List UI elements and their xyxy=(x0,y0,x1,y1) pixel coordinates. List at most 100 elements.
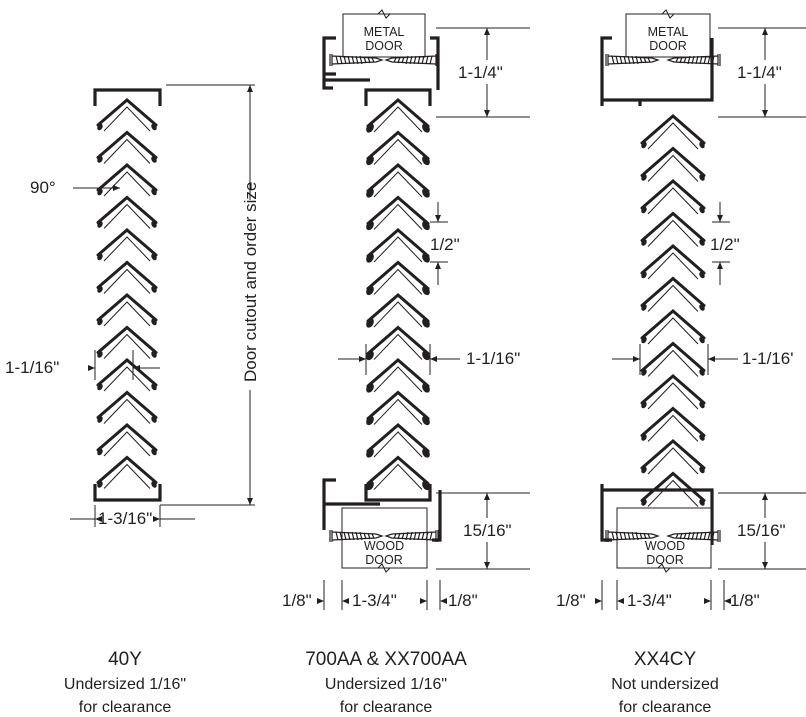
blade-drip xyxy=(97,481,103,488)
blade-drip xyxy=(699,239,705,246)
blade-drip xyxy=(366,253,374,263)
louver-blade xyxy=(640,276,706,307)
blade-drip xyxy=(151,448,157,456)
louver-blade xyxy=(640,211,706,242)
blade-drip xyxy=(97,221,103,228)
blade-drip xyxy=(151,416,157,423)
blade-drip xyxy=(699,141,705,149)
louver-blade-inner xyxy=(373,171,423,198)
blade-drip xyxy=(422,253,430,263)
louver-blade xyxy=(640,309,706,340)
louver-blade xyxy=(96,423,158,452)
blade-drip xyxy=(366,220,374,231)
dim-xx4cy-depth: 1-1/16' xyxy=(742,349,793,368)
blade-drip xyxy=(641,239,647,246)
louver-blade xyxy=(640,471,706,502)
blade-drip xyxy=(699,304,705,311)
louver-40y-bottom-frame xyxy=(93,484,162,502)
dim-xx4cy-door: 1-3/4" xyxy=(627,591,672,610)
blade-drip xyxy=(151,383,157,391)
door-cutout-label: Door cutout and order size xyxy=(241,182,260,382)
louver-blade xyxy=(366,130,430,160)
blade-drip xyxy=(422,415,430,426)
wood-door-label-2b: DOOR xyxy=(646,553,684,567)
blade-drip xyxy=(366,123,374,133)
blade-drip xyxy=(699,369,705,376)
louver-blade-inner xyxy=(373,236,423,263)
blade-drip xyxy=(151,188,157,196)
dim-xx4cy-left-gap: 1/8" xyxy=(556,591,586,610)
blade-drip xyxy=(366,480,374,491)
dim-xx4cy-spacing: 1/2" xyxy=(710,235,740,254)
blade-drip xyxy=(422,220,430,231)
blade-drip xyxy=(97,286,103,293)
louver-blade xyxy=(366,228,430,258)
louver-blade xyxy=(96,293,158,322)
metal-door-label-2b: DOOR xyxy=(649,39,687,53)
louver-blade-inner xyxy=(647,479,699,507)
blade-drip xyxy=(151,351,157,358)
louver-blade xyxy=(366,98,430,128)
blade-drip xyxy=(366,350,374,361)
louver-blade-inner xyxy=(373,301,423,328)
blade-drip xyxy=(422,480,430,491)
louver-blade xyxy=(96,390,158,419)
blade-drip xyxy=(366,155,374,166)
blade-drip xyxy=(641,174,647,181)
angle-label: 90° xyxy=(30,178,56,197)
louver-blade-inner xyxy=(647,414,699,442)
blade-drip xyxy=(422,318,430,328)
louver-blade xyxy=(366,390,430,420)
louver-blade-inner xyxy=(647,382,699,410)
caption-40y-line2: for clearance xyxy=(79,699,172,716)
dim-700aa-spacing: 1/2" xyxy=(430,235,460,254)
louver-xx4cy: METAL DOOR WOOD DOOR 1-1/4" 1/2" 1-1/ xyxy=(556,9,806,610)
700aa-bottom-frame xyxy=(364,484,432,502)
blade-drip xyxy=(151,286,157,293)
blade-drip xyxy=(699,174,705,181)
louver-blade-inner xyxy=(647,154,699,182)
louver-blade-inner xyxy=(373,463,423,490)
caption-40y-line1: Undersized 1/16" xyxy=(64,676,186,693)
700aa-top-trim xyxy=(322,36,370,90)
blade-drip xyxy=(422,123,430,133)
metal-door-label-1: METAL xyxy=(364,25,405,39)
louver-xx4cy-blades xyxy=(640,114,706,507)
dim-700aa-top: 1-1/4" xyxy=(458,63,503,82)
caption-700aa: 700AA & XX700AA Undersized 1/16" for cle… xyxy=(305,649,467,716)
blade-drip xyxy=(641,499,647,506)
blade-drip xyxy=(97,448,103,456)
blade-drip xyxy=(97,383,103,391)
louver-40y: Door cutout and order size 90° 1-1/16" 1… xyxy=(5,84,262,528)
caption-xx4cy-model: XX4CY xyxy=(634,649,697,670)
louver-blade xyxy=(366,325,430,355)
metal-door-label-1b: DOOR xyxy=(365,39,403,53)
louver-blade xyxy=(366,358,430,388)
blade-drip xyxy=(97,123,103,131)
louver-blade-inner xyxy=(103,268,151,294)
blade-drip xyxy=(422,285,430,296)
blade-drip xyxy=(641,304,647,311)
wood-door-label-1b: DOOR xyxy=(365,553,403,567)
blade-drip xyxy=(699,434,705,441)
louver-blade xyxy=(96,455,158,484)
blade-drip xyxy=(366,415,374,426)
blade-drip xyxy=(97,253,103,261)
louver-blade-inner xyxy=(373,138,423,165)
louver-700aa: METAL DOOR WOOD DOOR 1-1/4" 1/2" xyxy=(282,9,530,610)
xx4cy-top-trim xyxy=(600,36,714,106)
blade-drip xyxy=(97,318,103,326)
louver-blade xyxy=(640,439,706,470)
caption-700aa-model: 700AA & XX700AA xyxy=(305,649,467,670)
louver-blade-inner xyxy=(103,366,151,392)
louver-blade-inner xyxy=(103,138,151,164)
metal-door-box-2 xyxy=(625,13,711,58)
louver-blade xyxy=(640,114,706,145)
louver-blade xyxy=(366,163,430,193)
blade-drip xyxy=(641,466,647,474)
blade-drip xyxy=(699,336,705,344)
blade-drip xyxy=(422,383,430,393)
blade-drip xyxy=(422,155,430,166)
louver-700aa-blades xyxy=(366,98,430,491)
blade-drip xyxy=(641,434,647,441)
